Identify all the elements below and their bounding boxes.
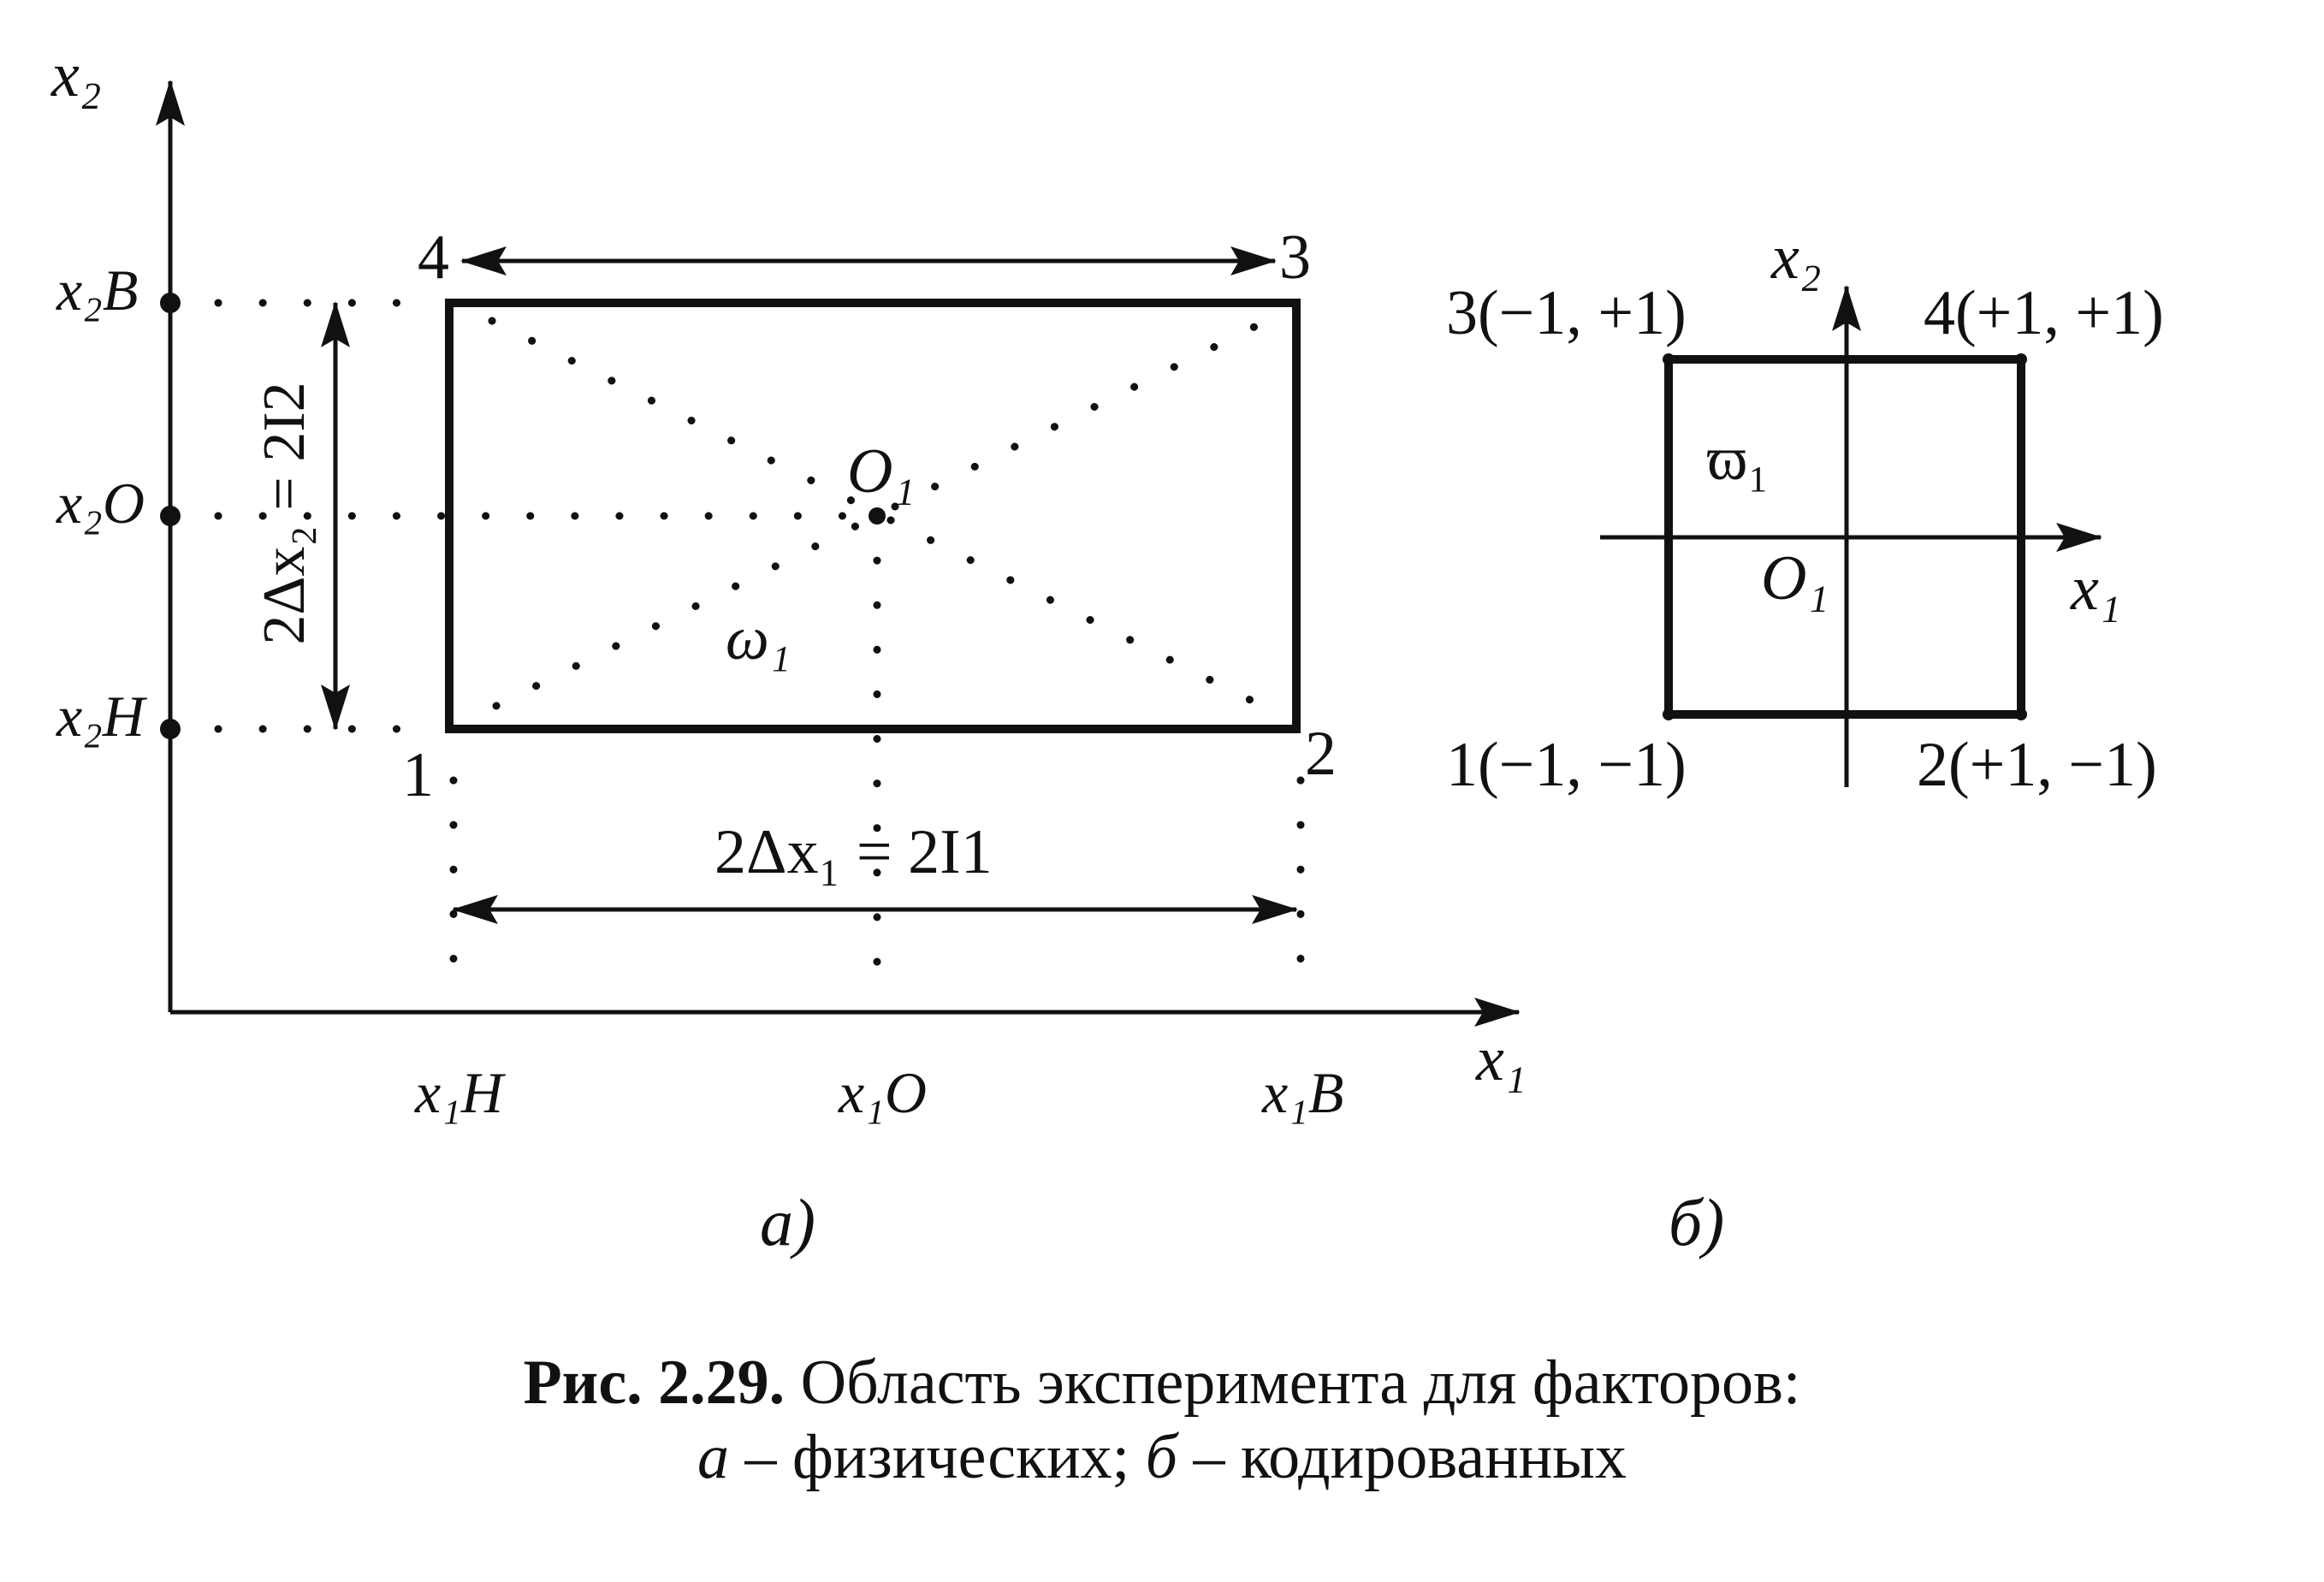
coded-corner-1-label: 1(−1, −1) (1446, 730, 1687, 800)
caption-line-2: а – физических; б – кодированных (697, 1422, 1627, 1492)
caption-b-text: – кодированных (1177, 1422, 1627, 1492)
width-label: 2Δx₁ = 2I1 (714, 817, 993, 887)
figure-b: x₂ x₁ O₁ ϖ₁ 3(−1, +1) 4(+1, +1) 1(−1, −1… (1446, 222, 2164, 1259)
caption-title: Область эксперимента для факторов: (785, 1348, 1800, 1418)
coded-corner-dot-4 (2015, 353, 2027, 365)
caption-line-1: Рис. 2.29. Область эксперимента для факт… (523, 1348, 1800, 1418)
caption-a-text: – физических; (729, 1422, 1146, 1492)
dotted-guides (214, 299, 1305, 1005)
sublabel-b: б) (1669, 1185, 1724, 1259)
coded-corner-dot-1 (1663, 708, 1675, 720)
coded-axis-y-label: x₂ (1770, 222, 1822, 293)
center-label: O₁ (847, 436, 915, 507)
y-tick-low-label: x₂H (56, 684, 148, 749)
y-tick-low-dot (160, 719, 181, 739)
axis-x-label: x₁ (1475, 1024, 1527, 1094)
caption-figure-number: Рис. 2.29. (523, 1348, 785, 1418)
experiment-region-rect (445, 299, 1301, 733)
y-tick-center-label: x₂O (56, 471, 145, 536)
corner-3-label: 3 (1279, 222, 1311, 293)
x-tick-low-label: x₁H (414, 1060, 507, 1125)
figure-a: x₂ x₁ x₂B x₂O x₂H x₁H x₁O x₁B O₁ ω₁ (50, 40, 1527, 1259)
region-label: ω₁ (726, 604, 791, 672)
caption-b-letter: б (1146, 1422, 1180, 1492)
x-tick-high-label: x₁B (1261, 1060, 1343, 1125)
coded-axis-x-label: x₁ (2070, 554, 2121, 624)
coded-corner-4-label: 4(+1, +1) (1924, 278, 2164, 348)
y-tick-center-dot (160, 506, 181, 526)
coded-corner-2-label: 2(+1, −1) (1917, 730, 2157, 800)
coded-corner-dot-2 (2015, 708, 2027, 720)
x-tick-center-label: x₁O (838, 1060, 927, 1125)
coded-region-label: ϖ₁ (1707, 424, 1770, 493)
y-tick-high-dot (160, 293, 181, 313)
y-tick-high-label: x₂B (56, 258, 138, 323)
axis-y-label: x₂ (50, 40, 102, 110)
sublabel-a: а) (760, 1185, 815, 1259)
coded-corner-3-label: 3(−1, +1) (1446, 278, 1687, 348)
caption-a-letter: а (697, 1422, 729, 1492)
corner-1-label: 1 (402, 740, 434, 810)
corner-2-label: 2 (1305, 719, 1337, 789)
diagonal-1-3 (492, 312, 1279, 710)
height-label: 2Δx₂ = 2I2 (252, 382, 317, 644)
center-point (869, 507, 886, 524)
corner-4-label: 4 (418, 222, 449, 293)
coded-center-label: O₁ (1761, 543, 1829, 613)
coded-corner-dot-3 (1663, 353, 1675, 365)
